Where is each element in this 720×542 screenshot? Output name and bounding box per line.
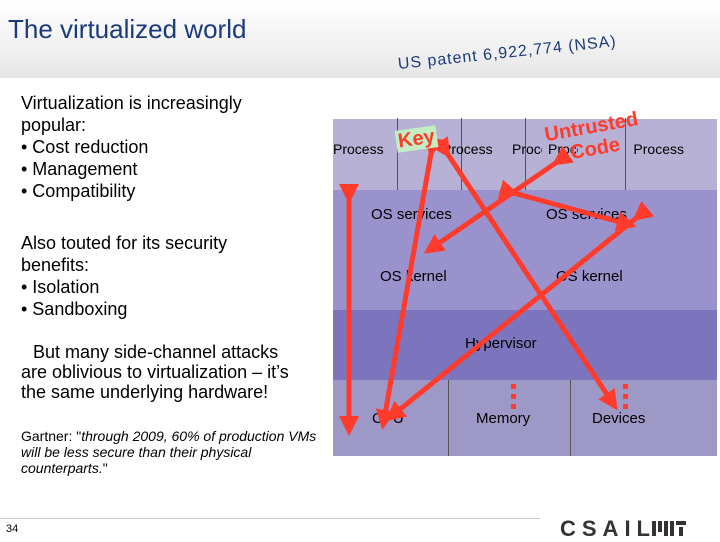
arrow-key-cpu xyxy=(375,136,444,430)
security-intro: Also touted for its security benefits: xyxy=(21,233,228,275)
bullet-management: • Management xyxy=(21,159,138,179)
arrow-key-devices xyxy=(431,136,618,411)
arrow-untrusted-kernel xyxy=(423,146,574,254)
process-label: Process xyxy=(333,141,384,157)
process-label: Process xyxy=(634,141,684,157)
devices-dot xyxy=(623,404,628,409)
slide-number: 34 xyxy=(6,523,19,535)
gartner-quote-text: through 2009, 60% of production VMs will… xyxy=(21,428,317,476)
side-channel-line-1: But many side-channel attacks xyxy=(33,342,279,362)
title-bar xyxy=(0,0,720,78)
process-divider xyxy=(625,118,626,190)
devices-dot xyxy=(623,384,628,389)
side-channel-note: But many side-channel attacks are oblivi… xyxy=(21,342,289,402)
footer-divider xyxy=(0,518,540,519)
bullet-compatibility: • Compatibility xyxy=(21,181,136,201)
security-points: Also touted for its security benefits: •… xyxy=(21,232,261,320)
bullet-isolation: • Isolation xyxy=(21,277,100,297)
arrow-untrusted-cpu xyxy=(385,200,655,422)
memory-dot xyxy=(511,404,516,409)
gartner-lead: Gartner: " xyxy=(21,428,82,444)
side-channel-line-2: are oblivious to virtualization – it’s xyxy=(21,362,289,382)
virtualization-points: Virtualization is increasingly popular: … xyxy=(21,92,281,202)
mit-logo-icon xyxy=(652,521,686,536)
arrow-os-services xyxy=(497,179,637,232)
memory-dot xyxy=(511,384,516,389)
gartner-quote: Gartner: "through 2009, 60% of productio… xyxy=(21,428,321,476)
memory-dot xyxy=(511,394,516,399)
side-channel-line-3: the same underlying hardware! xyxy=(21,382,269,402)
intro-text: Virtualization is increasingly popular: xyxy=(21,93,242,135)
gartner-tail: " xyxy=(102,460,108,476)
slide-title: The virtualized world xyxy=(8,14,247,44)
devices-dot xyxy=(623,394,628,399)
bullet-cost: • Cost reduction xyxy=(21,137,149,157)
csail-logo: CSAIL xyxy=(560,516,656,541)
bullet-sandboxing: • Sandboxing xyxy=(21,299,128,319)
